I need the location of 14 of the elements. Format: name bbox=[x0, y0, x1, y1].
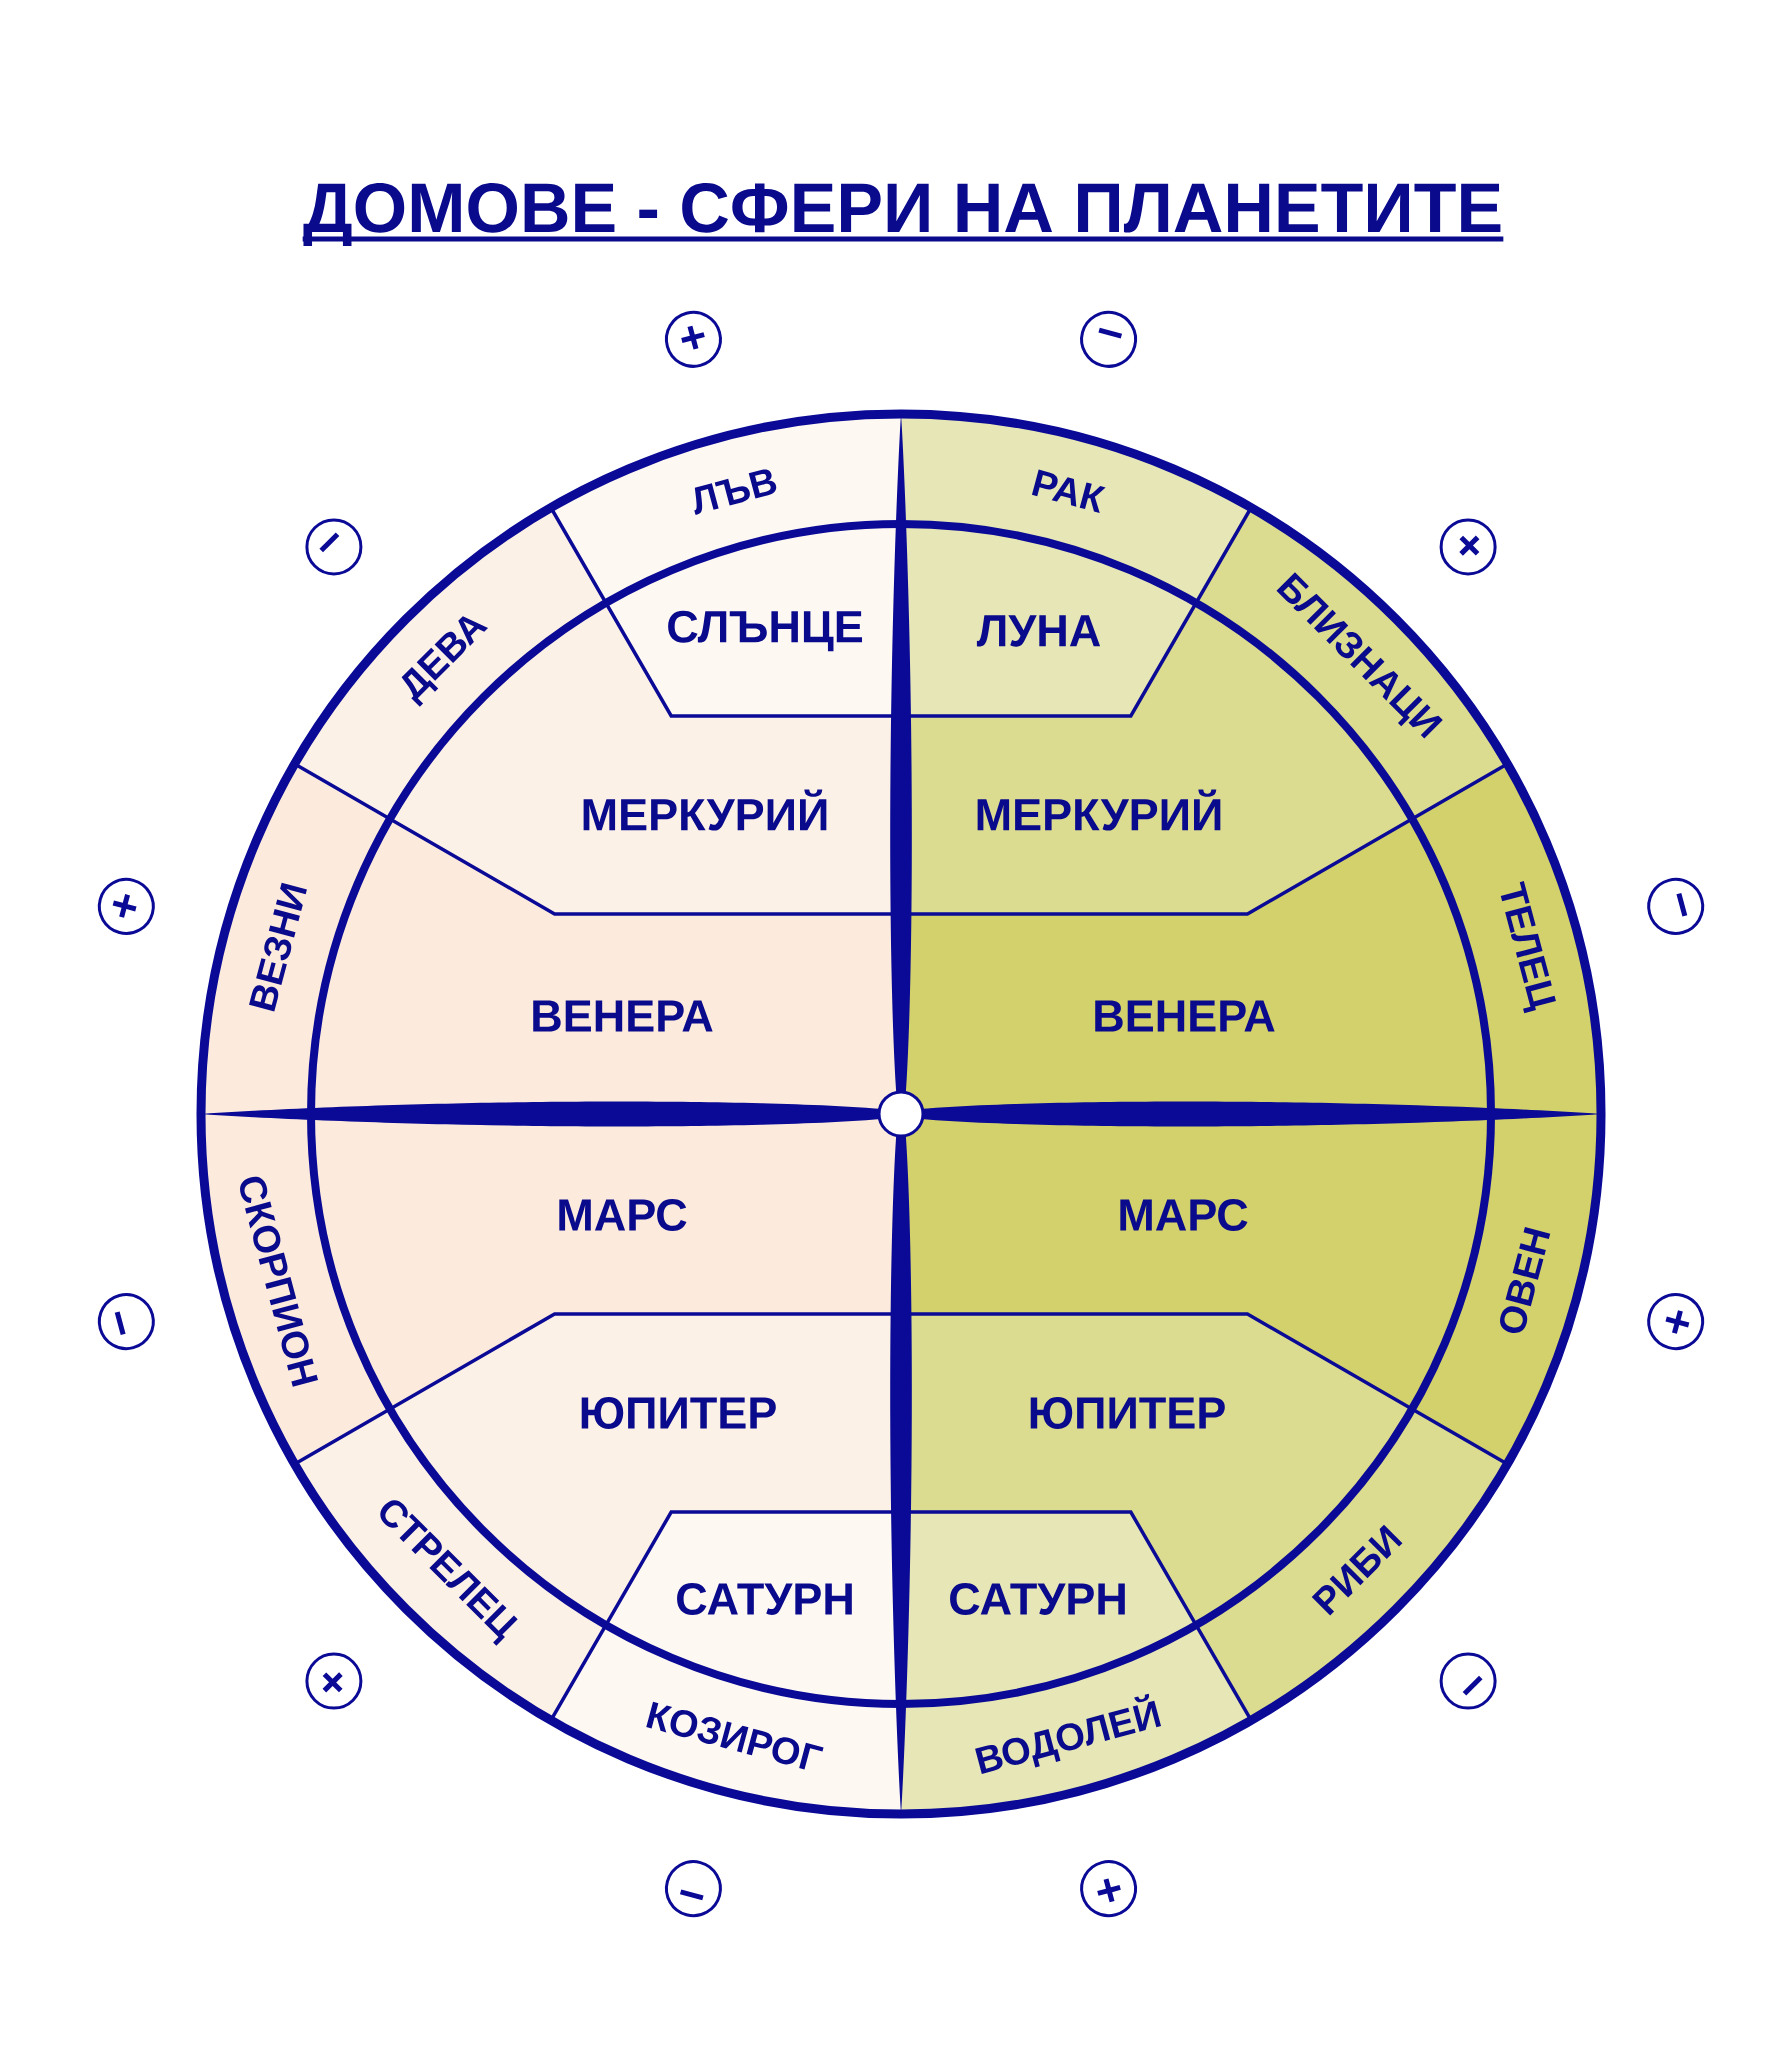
node-label: ЛЪВ bbox=[694, 469, 777, 515]
node-label: СЛЪНЦЕ bbox=[668, 610, 863, 652]
node-label: МАРС bbox=[559, 1199, 687, 1231]
node-label: ВЕЗНИ bbox=[249, 882, 307, 1012]
title: ДОМОВЕ - СФЕРИ НА ПЛАНЕТИТЕ bbox=[302, 183, 1504, 246]
node-label: РАК bbox=[1031, 469, 1106, 514]
node-label: САТУРН bbox=[950, 1583, 1125, 1615]
node-label: ВЕНЕРА bbox=[533, 1000, 713, 1032]
node-label: САТУРН bbox=[677, 1583, 852, 1615]
node-label: ТЕЛЕЦ bbox=[1500, 881, 1556, 1014]
node-label: МАРС bbox=[1120, 1199, 1248, 1231]
node-label: ОВЕН bbox=[1500, 1227, 1551, 1334]
node-label: ВЕНЕРА bbox=[1095, 1000, 1275, 1032]
node-label: ЛУНА bbox=[976, 615, 1101, 647]
